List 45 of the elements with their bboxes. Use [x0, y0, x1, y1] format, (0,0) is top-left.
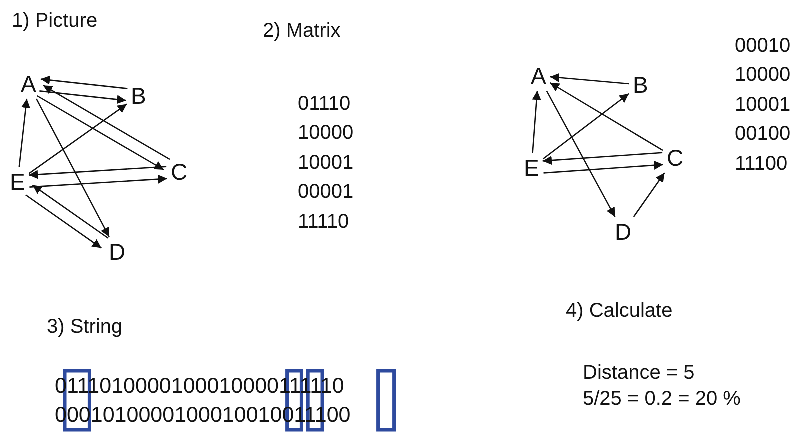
node-label: B	[130, 84, 148, 108]
text-line: 10000	[298, 122, 354, 144]
arrow	[28, 104, 128, 174]
arrow	[40, 90, 126, 104]
text-line: 00100	[735, 123, 791, 145]
section-heading: 4) Calculate	[566, 300, 673, 322]
arrow	[26, 194, 102, 249]
arrow	[43, 85, 170, 160]
node-label: C	[170, 160, 189, 184]
arrow	[18, 98, 30, 168]
arrow	[550, 82, 664, 152]
node-label: B	[632, 73, 650, 97]
arrow	[633, 172, 666, 218]
text-line: 11100	[735, 153, 788, 175]
node-label: A	[20, 72, 38, 96]
node-label: E	[9, 170, 26, 194]
text-line: 10000	[735, 64, 791, 86]
arrow	[544, 160, 664, 174]
arrow	[28, 166, 167, 180]
arrow	[40, 76, 128, 90]
section-heading: 3) String	[47, 316, 123, 338]
text-line: 00010	[735, 35, 791, 57]
arrow	[542, 93, 630, 160]
node-label: E	[523, 156, 540, 180]
arrow	[546, 90, 616, 218]
section-heading: 1) Picture	[12, 10, 98, 32]
arrow	[36, 98, 110, 238]
node-label: D	[108, 240, 127, 264]
node-label: C	[666, 146, 685, 170]
text-line: 10001	[298, 152, 354, 174]
text-line: 11110	[298, 211, 350, 233]
text-line: 01110	[298, 93, 351, 115]
node-label: D	[614, 220, 633, 244]
arrow	[32, 184, 109, 239]
arrow	[36, 95, 164, 171]
text-line: Distance = 5	[583, 362, 695, 384]
node-label: A	[530, 64, 548, 88]
arrow	[542, 152, 663, 166]
text-line: 5/25 = 0.2 = 20 %	[583, 388, 741, 410]
text-line: 00001	[298, 181, 354, 203]
text-line: 10001	[735, 94, 791, 116]
arrow	[30, 174, 168, 188]
arrow	[550, 73, 630, 85]
section-heading: 2) Matrix	[263, 20, 341, 42]
arrow	[532, 90, 542, 154]
